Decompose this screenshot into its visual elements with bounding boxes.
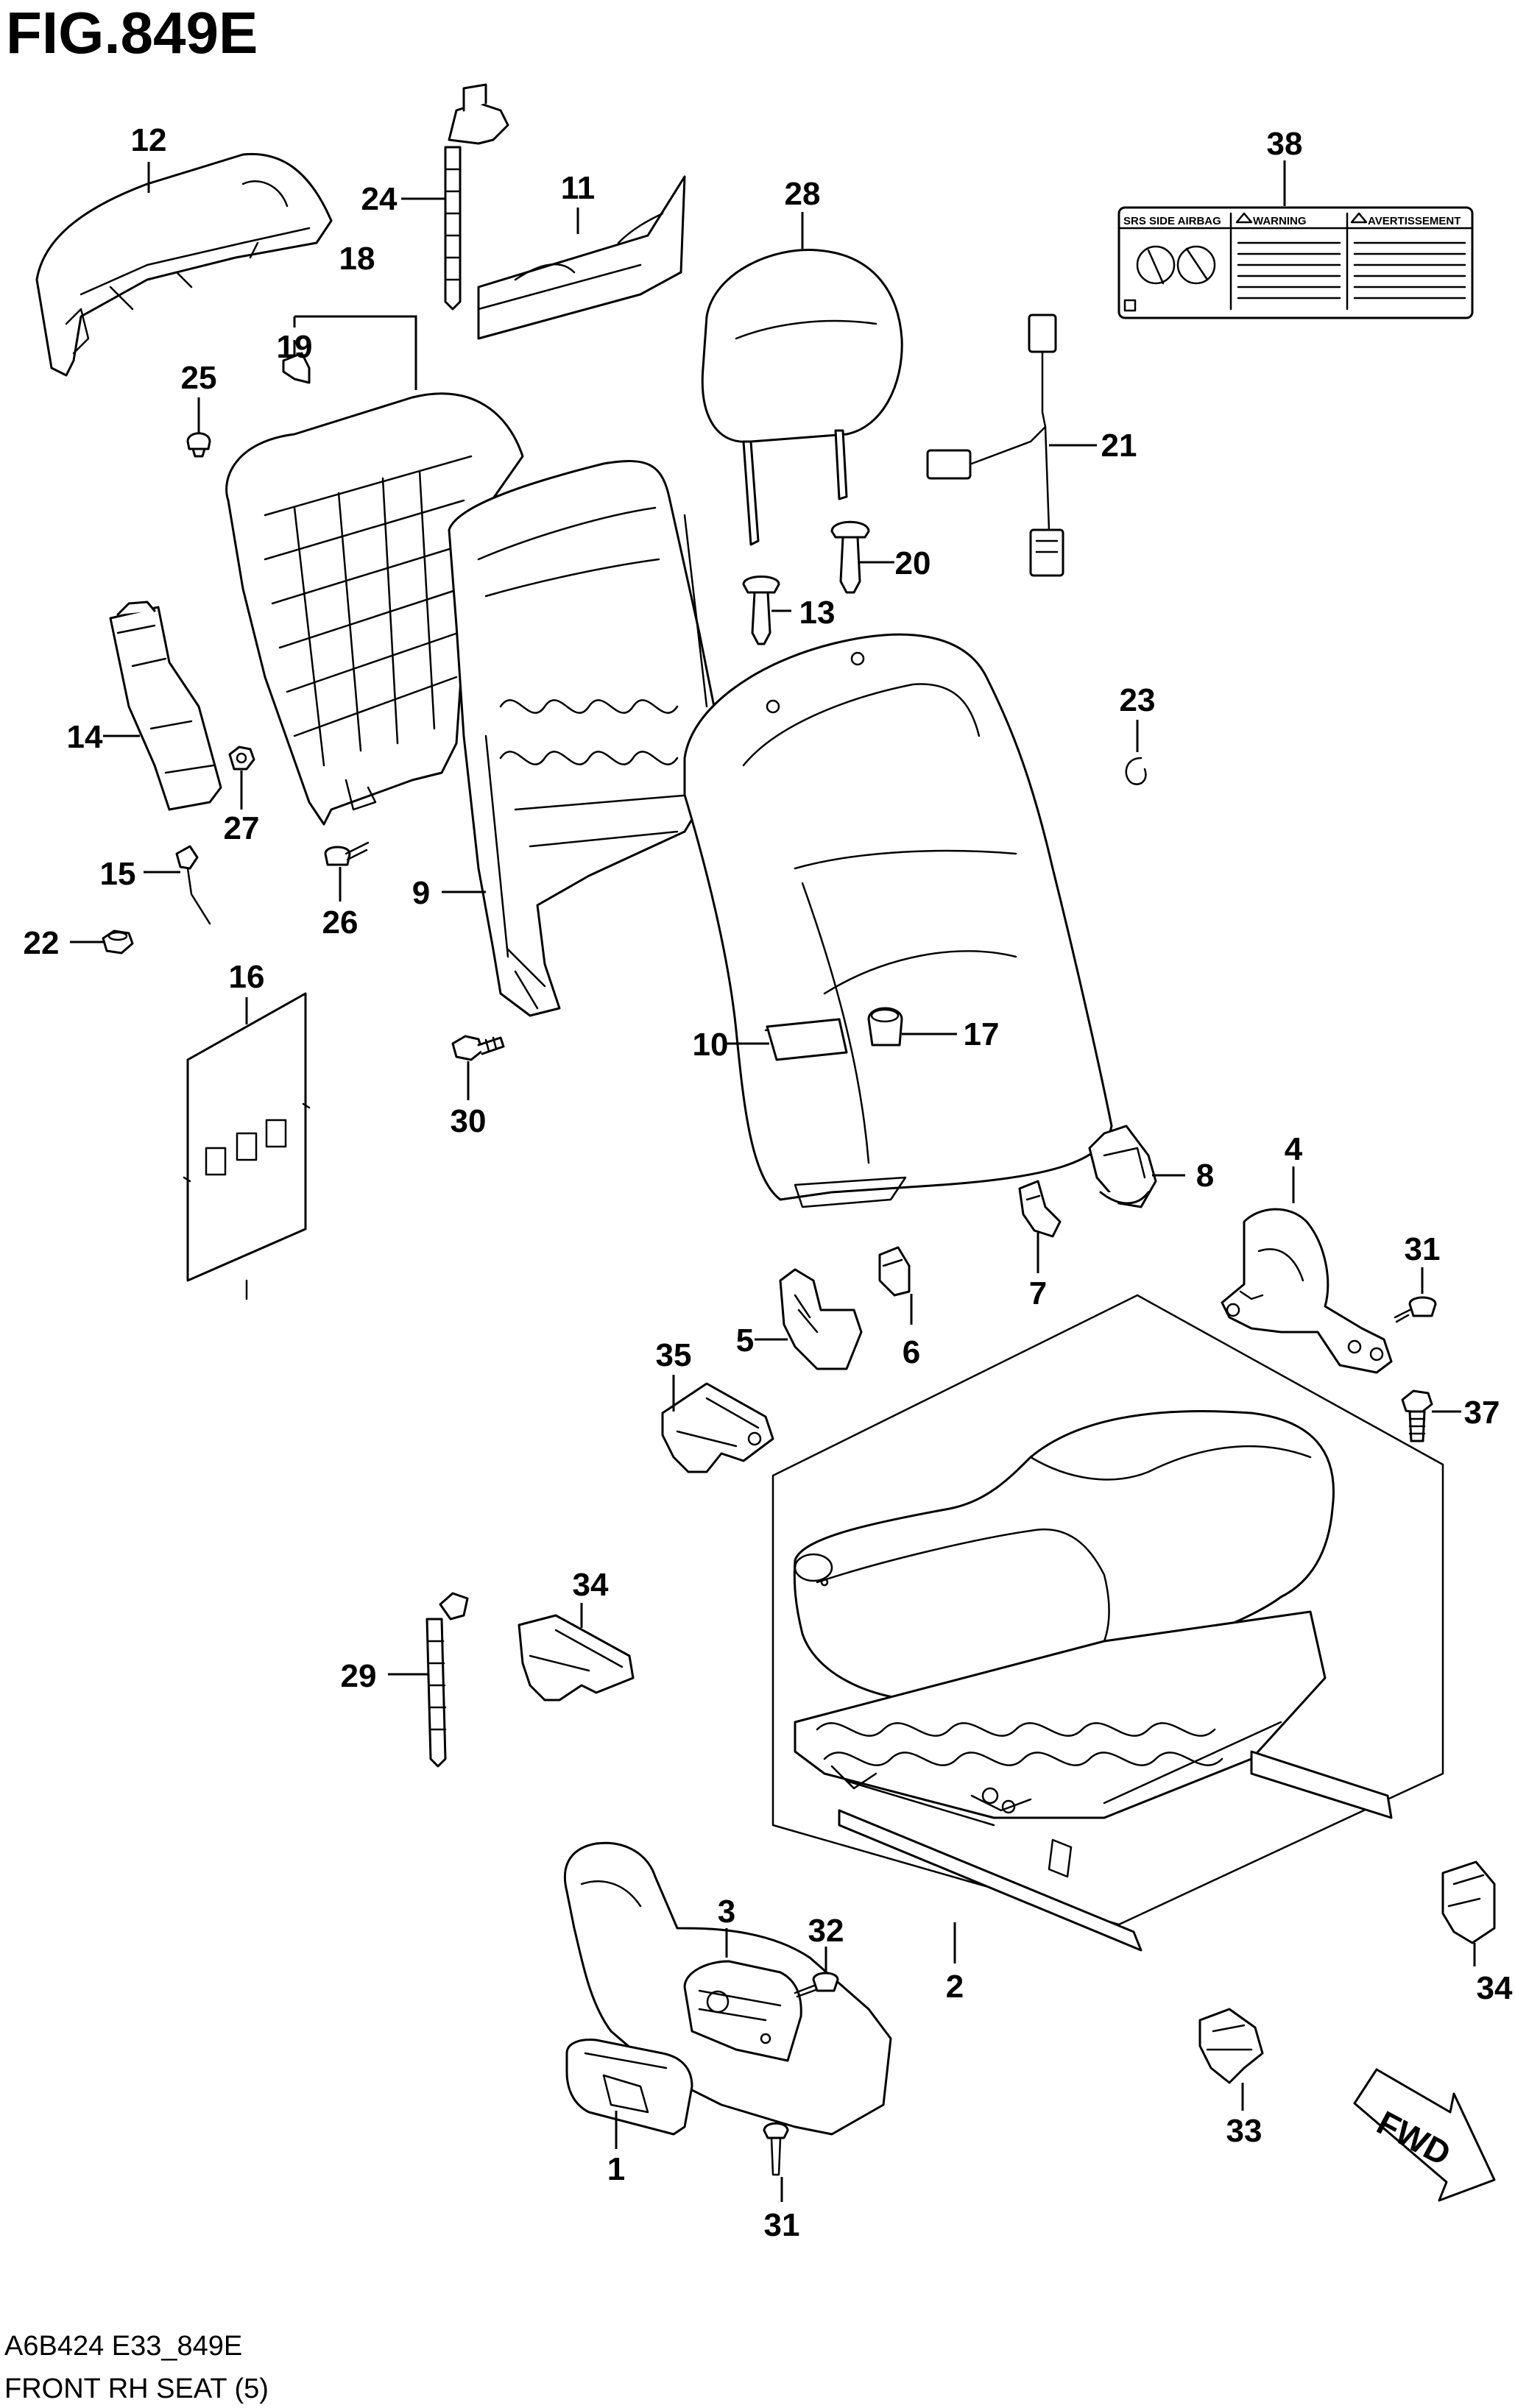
callout-31-upper: 31: [1405, 1231, 1441, 1267]
part-32-screw: [794, 1972, 839, 1998]
callout-31-lower: 31: [764, 2207, 800, 2243]
callout-1: 1: [607, 2151, 625, 2187]
part-19-clip: [282, 352, 311, 384]
part-38-warning-label: SRS SIDE AIRBAG WARNING AVERTISSEMENT: [1117, 206, 1474, 319]
callout-11: 11: [561, 170, 596, 206]
label-38-col1: SRS SIDE AIRBAG: [1123, 215, 1221, 227]
part-23-ring: [1125, 757, 1147, 785]
callout-3: 3: [718, 1894, 735, 1930]
part-8-cover: [1088, 1125, 1157, 1208]
figure-code: A6B424 E33_849E: [4, 2331, 242, 2362]
callout-16: 16: [229, 959, 265, 995]
callout-26: 26: [322, 904, 359, 941]
part-34-cover: [1441, 1860, 1496, 1944]
callout-38: 38: [1267, 126, 1303, 162]
callout-15: 15: [100, 856, 136, 892]
part-21-harness: [926, 314, 1064, 577]
part-27-nut: [228, 746, 255, 771]
label-38-col2: WARNING: [1253, 215, 1307, 227]
part-9-back-frame: [448, 460, 716, 1017]
part-35-bracket: [518, 1614, 635, 1701]
callout-35: 34: [573, 1567, 609, 1603]
part-20-guide: [830, 520, 870, 594]
callout-27: 27: [224, 810, 260, 846]
callout-34: 34: [1477, 1970, 1513, 2006]
callout-25: 25: [181, 360, 217, 396]
part-14-recliner-cover: [109, 601, 222, 811]
callout-29: 29: [341, 1658, 377, 1694]
figure-caption: FRONT RH SEAT (5): [4, 2373, 269, 2404]
callout-32: 32: [808, 1913, 844, 1949]
callout-8: 8: [1196, 1158, 1214, 1194]
callout-13: 13: [799, 595, 836, 631]
callout-5: 5: [736, 1322, 754, 1359]
part-16-board: [183, 992, 311, 1300]
callout-12: 12: [131, 122, 167, 158]
callout-28: 28: [785, 176, 821, 212]
label-38-col3: AVERTISSEMENT: [1368, 215, 1461, 227]
part-24-cable-tie: [444, 83, 509, 311]
part-29-cable-tie: [425, 1592, 469, 1768]
part-36-bracket: [661, 1382, 774, 1473]
part-30-bolt: [451, 1035, 505, 1061]
part-17-hook: [867, 1007, 903, 1047]
callout-30: 30: [451, 1103, 487, 1139]
part-31-screw-upper: [1394, 1296, 1437, 1323]
figure-title: FIG.849E: [6, 0, 258, 65]
part-15-wire: [175, 845, 211, 925]
part-11-pad: [477, 175, 686, 340]
part-1-switch-knob: [565, 2039, 693, 2136]
callout-20: 20: [895, 545, 931, 581]
callout-14: 14: [67, 719, 103, 755]
part-28-headrest: [701, 249, 903, 546]
callout-9: 9: [412, 875, 430, 911]
part-10-back-cover: [683, 633, 1113, 1208]
callout-6: 6: [903, 1334, 920, 1370]
fwd-arrow: FWD: [1353, 2068, 1496, 2202]
callout-10: 10: [693, 1027, 729, 1063]
callout-23: 23: [1120, 682, 1156, 718]
part-25-push-clip: [186, 432, 211, 458]
callout-24: 24: [361, 181, 398, 217]
callout-2: 2: [946, 1969, 964, 2005]
part-26-screw: [324, 841, 370, 866]
callout-21: 21: [1101, 428, 1137, 464]
callout-7: 7: [1029, 1275, 1047, 1311]
callout-labels: 12 24 11 28 38 18 19 25 21 20 13 23 14 2…: [24, 122, 1513, 2243]
part-2-seat-cushion: [771, 1294, 1444, 1952]
part-33-cover: [1198, 2008, 1264, 2084]
part-5-cover: [779, 1268, 863, 1370]
callout-19: 19: [277, 329, 313, 365]
callout-4: 4: [1285, 1131, 1303, 1167]
part-13-guide: [742, 576, 780, 645]
part-12-back-trim: [35, 152, 333, 377]
part-6-clip: [878, 1246, 911, 1297]
part-31-screw-lower: [763, 2122, 789, 2176]
part-18-back-panel: [225, 392, 524, 826]
part-7-cover: [1018, 1180, 1062, 1238]
callout-18: 18: [339, 241, 375, 277]
callout-36: 35: [656, 1337, 692, 1373]
callout-22: 22: [24, 925, 60, 961]
callout-33: 33: [1226, 2113, 1262, 2149]
part-4-recliner-cover: [1221, 1208, 1393, 1374]
part-22-nut: [102, 929, 134, 955]
part-37-bolt: [1401, 1389, 1433, 1442]
callout-17: 17: [964, 1016, 1000, 1052]
callout-37: 37: [1464, 1395, 1500, 1431]
